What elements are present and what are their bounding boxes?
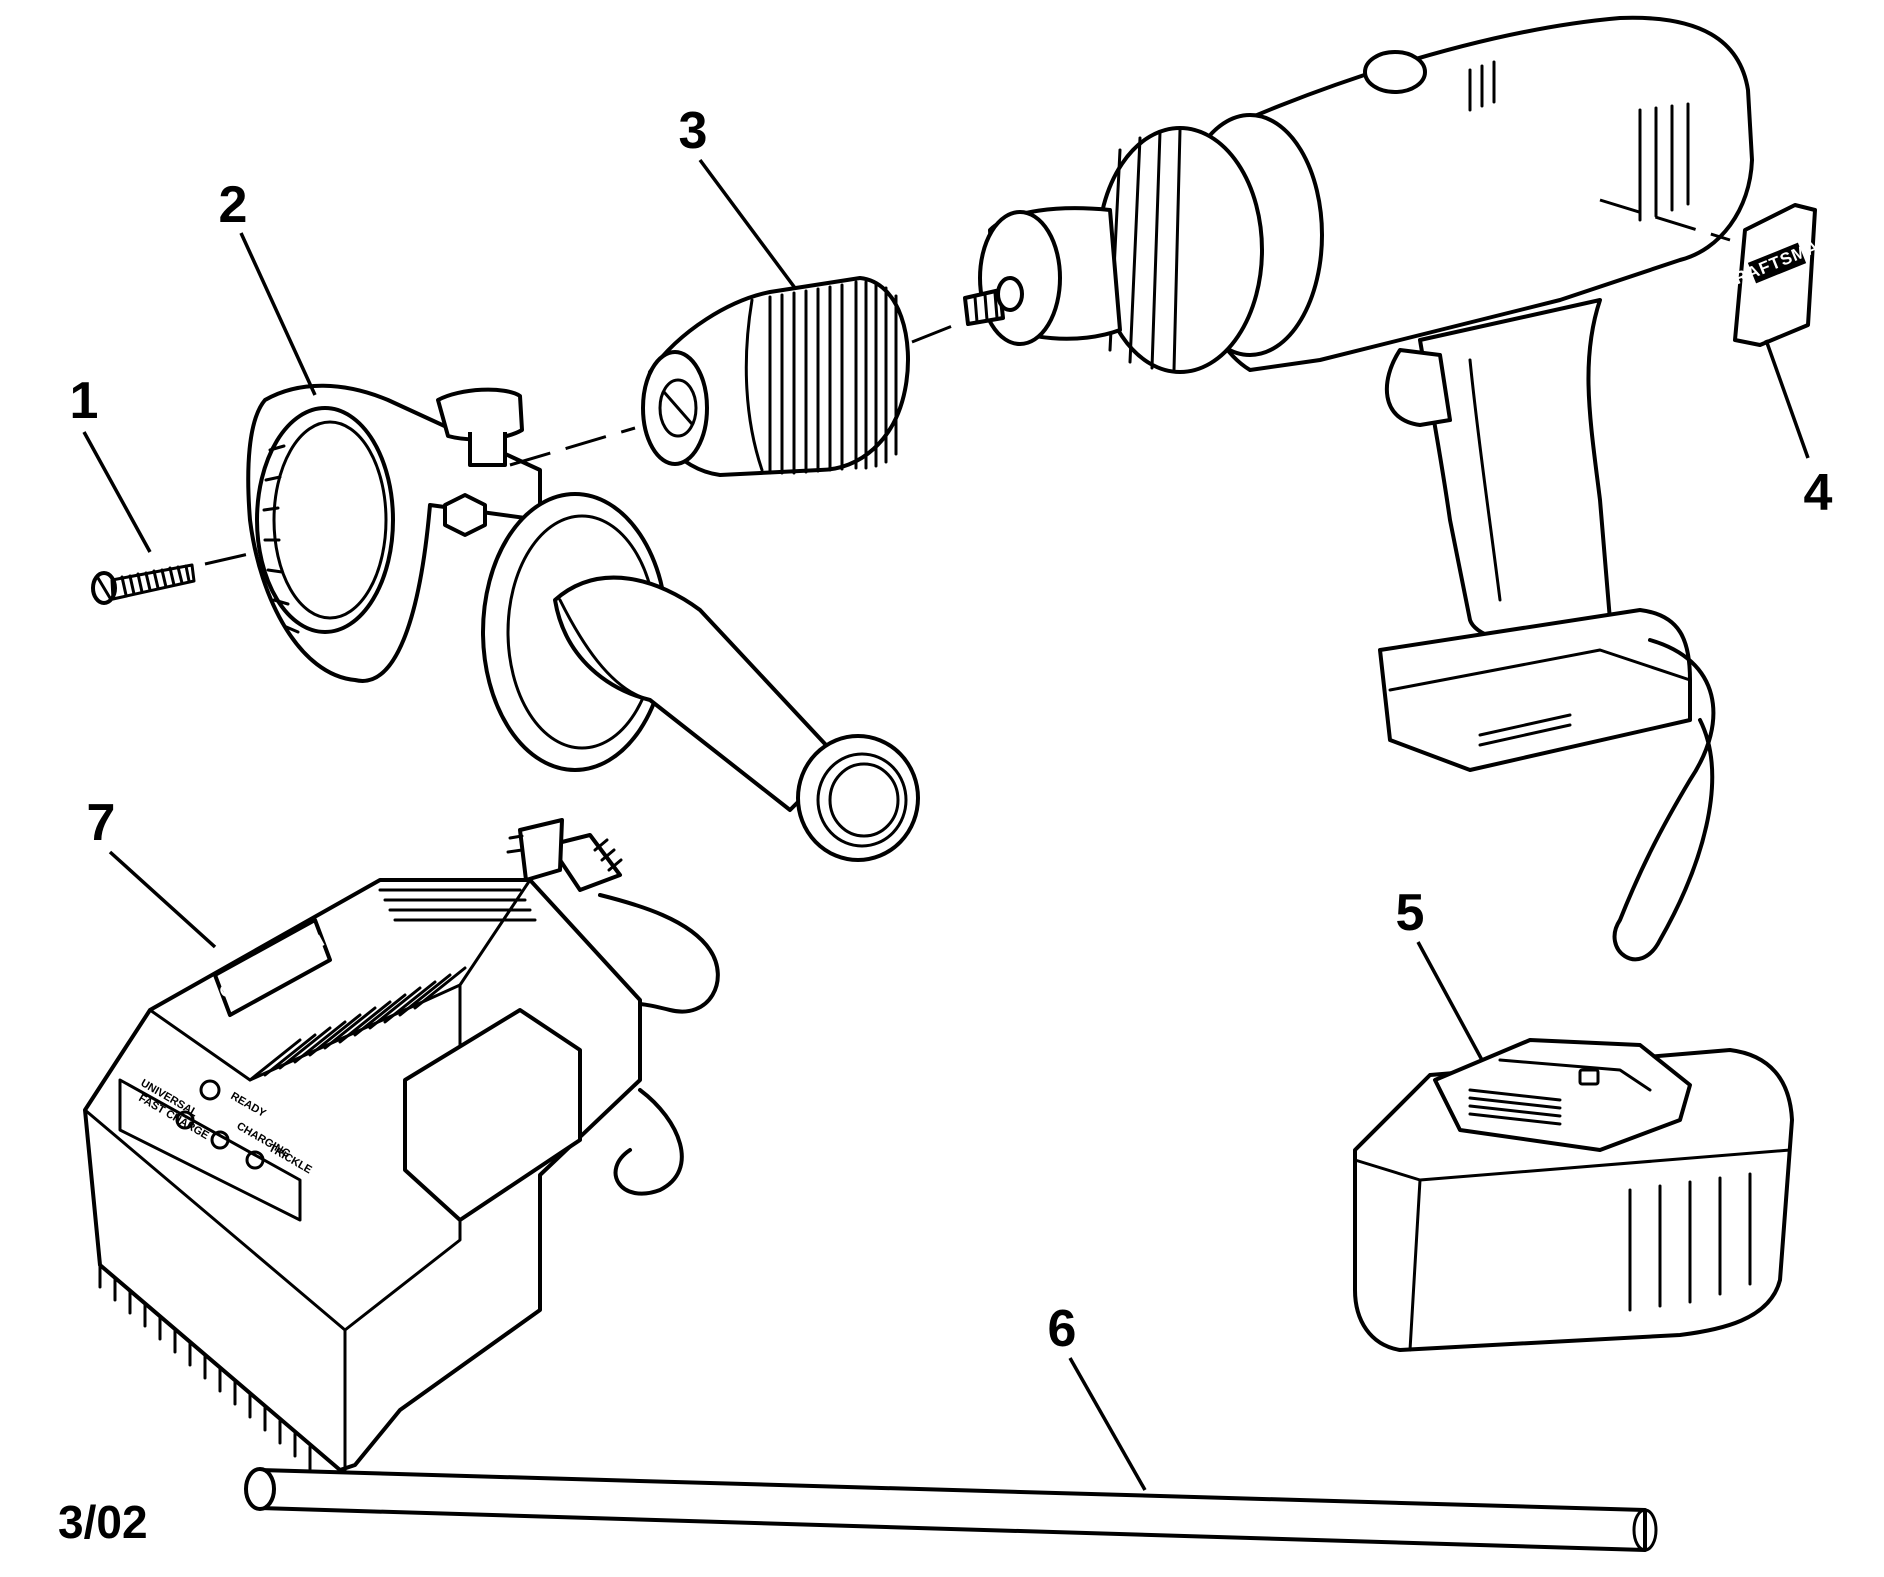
part-7-charger: CRAFTSMAN UNIVERSAL FAST CHARGE READY CH… [83,818,720,1472]
drill-body [963,15,1754,772]
part-5-battery [1353,1038,1794,1352]
callout-2: 2 [219,176,248,234]
leader-line-3 [698,158,797,290]
callout-5: 5 [1396,884,1425,942]
wrist-strap [1612,638,1716,962]
callout-6: 6 [1048,1300,1077,1358]
part-3-chuck [641,276,910,477]
callout-7: 7 [87,794,116,852]
leader-line-2 [239,232,317,396]
leader-line-7 [108,850,217,949]
leader-line-1 [82,431,152,553]
leader-line-4 [1764,339,1810,459]
part-1-screw [91,563,196,605]
leader-line-5 [1416,941,1484,1061]
callout-4: 4 [1804,464,1833,522]
part-6-depth-rod [244,1467,1658,1552]
date-code: 3/02 [58,1496,148,1548]
part-4-nameplate: CRAFTSMAN [1719,203,1834,347]
leader-line-6 [1068,1357,1147,1491]
callout-1: 1 [70,372,99,430]
assembly-axis-nameplate [1599,198,1731,242]
assembly-axis-handle [509,426,636,467]
callout-3: 3 [679,102,708,160]
part-2-side-handle [246,383,920,862]
